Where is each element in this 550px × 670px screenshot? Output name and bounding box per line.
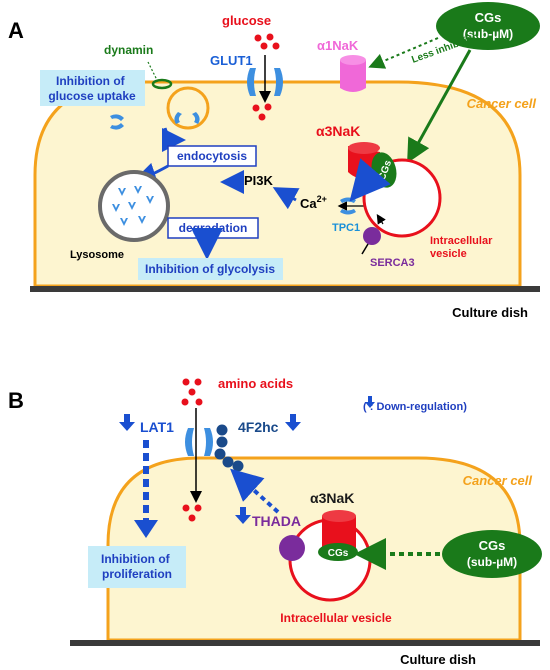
cgs-conc-b: (sub-µM) — [467, 555, 517, 569]
lat1-arrowhead — [134, 520, 158, 538]
endocytic-vesicle — [166, 86, 210, 130]
cgs-label-b: CGs — [479, 538, 506, 553]
a3nak-label-b: α3NaK — [310, 490, 354, 506]
thada-blob — [279, 535, 305, 561]
a3nak-pump-b — [322, 516, 356, 548]
culture-dish-a — [30, 286, 540, 292]
proliferation-label: Inhibition of proliferation — [101, 552, 173, 581]
cgs-in-vesicle-label-b: CGs — [328, 548, 349, 559]
panel-b-letter: B — [8, 388, 24, 413]
serca3-stalk — [361, 243, 369, 255]
thada-label: THADA — [252, 513, 301, 529]
glycolysis-box — [138, 258, 283, 280]
cancer-cell-label-a: Cancer cell — [467, 96, 537, 111]
tpc1-label: TPC1 — [332, 222, 360, 234]
lat1-down-icon — [119, 414, 135, 431]
glucose-dots — [252, 33, 280, 121]
ca-left-label: Ca2+ — [300, 194, 327, 211]
cgs-oval-a — [436, 2, 540, 50]
serca-arrow — [376, 213, 386, 225]
vesicle-transporters — [174, 112, 200, 124]
a3nak-top-b — [322, 510, 356, 522]
downregulation-legend: ( : Down-regulation) — [363, 401, 467, 413]
lat1-transporter — [185, 428, 213, 456]
4f2hc-down-icon — [285, 414, 301, 431]
internalized-glut1 — [110, 114, 124, 130]
endocytosis-label: endocytosis — [177, 149, 247, 163]
cgs-label-a: CGs — [475, 10, 502, 25]
vesicle-label-a: Intracellular vesicle — [430, 235, 495, 260]
glut1-label: GLUT1 — [210, 53, 253, 68]
glucose-uptake-label: Inhibition of glucose uptake — [48, 74, 136, 103]
lysosome-contents — [112, 186, 154, 226]
cgs-conc-a: (sub-µM) — [463, 27, 513, 41]
amino-acids-label: amino acids — [218, 376, 293, 391]
glucose-label-a: glucose — [222, 13, 271, 28]
glycolysis-label: Inhibition of glycolysis — [145, 262, 275, 276]
culture-dish-label-b: Culture dish — [400, 652, 476, 667]
dynamin-pointer — [147, 61, 158, 81]
dynamin-label: dynamin — [104, 43, 153, 57]
lat1-label: LAT1 — [140, 419, 174, 435]
a3nak-down-arrow — [349, 158, 391, 202]
cancer-cell-label-b: Cancer cell — [463, 473, 533, 488]
cgs-to-a3nak-arrow — [407, 49, 472, 164]
culture-dish-label-a: Culture dish — [452, 305, 528, 320]
degradation-label: degradation — [179, 221, 248, 235]
vesicle-label-b: Intracellular vesicle — [280, 611, 392, 625]
a1nak-pump — [340, 60, 366, 92]
pi3k-label: PI3K — [244, 173, 274, 188]
serca3-label: SERCA3 — [370, 257, 415, 269]
vesicle-to-endocytosis-arrow — [161, 127, 186, 152]
4f2hc-label: 4F2hc — [238, 419, 279, 435]
a3nak-label-a: α3NaK — [316, 123, 360, 139]
a1nak-top — [340, 55, 366, 65]
cgs-oval-b — [442, 530, 542, 578]
legend-down-arrow-icon — [365, 396, 375, 408]
endocytosis-box — [167, 145, 257, 167]
ca-to-pi3k-arrow — [272, 187, 300, 210]
thada-down-icon — [235, 507, 251, 524]
glut1-transporter — [247, 68, 283, 96]
panel-a: A Culture dish Cancer cell CGs (sub-µM) … — [8, 2, 540, 320]
dynamin-ring — [151, 78, 173, 90]
culture-dish-b — [70, 640, 540, 646]
panel-a-letter: A — [8, 18, 24, 43]
a3nak-top-a — [348, 142, 380, 154]
a1nak-label: α1NaK — [317, 38, 359, 53]
amino-acid-dots — [181, 378, 203, 522]
proliferation-box — [88, 546, 186, 588]
cgs-in-vesicle-b — [318, 543, 358, 561]
panel-b: B Culture dish Cancer cell amino acids (… — [8, 376, 542, 667]
serca3-pump — [363, 227, 381, 245]
glucose-uptake-box — [40, 70, 145, 106]
lysosome-label: Lysosome — [70, 249, 124, 261]
thada-to-4f2hc-arrow — [230, 468, 280, 514]
